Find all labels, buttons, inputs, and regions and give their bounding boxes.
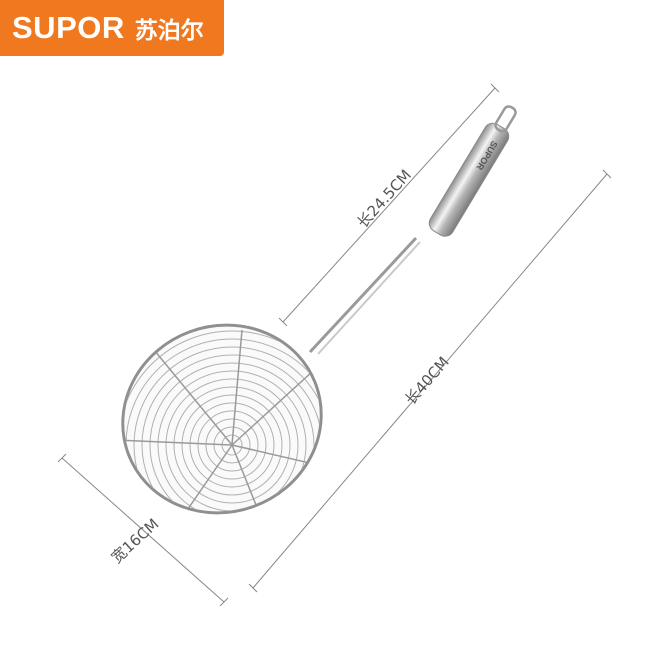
skimmer-stem bbox=[308, 236, 421, 355]
brand-name-cn: 苏泊尔 bbox=[134, 18, 204, 44]
dimension-line-width bbox=[57, 453, 229, 607]
dimension-line-total bbox=[248, 169, 612, 593]
skimmer-handle: SUPOR bbox=[428, 105, 517, 237]
dimension-line-handle bbox=[278, 83, 500, 327]
brand-name-en: SUPOR bbox=[12, 10, 125, 45]
brand-logo: SUPOR 苏泊尔 bbox=[0, 0, 224, 56]
